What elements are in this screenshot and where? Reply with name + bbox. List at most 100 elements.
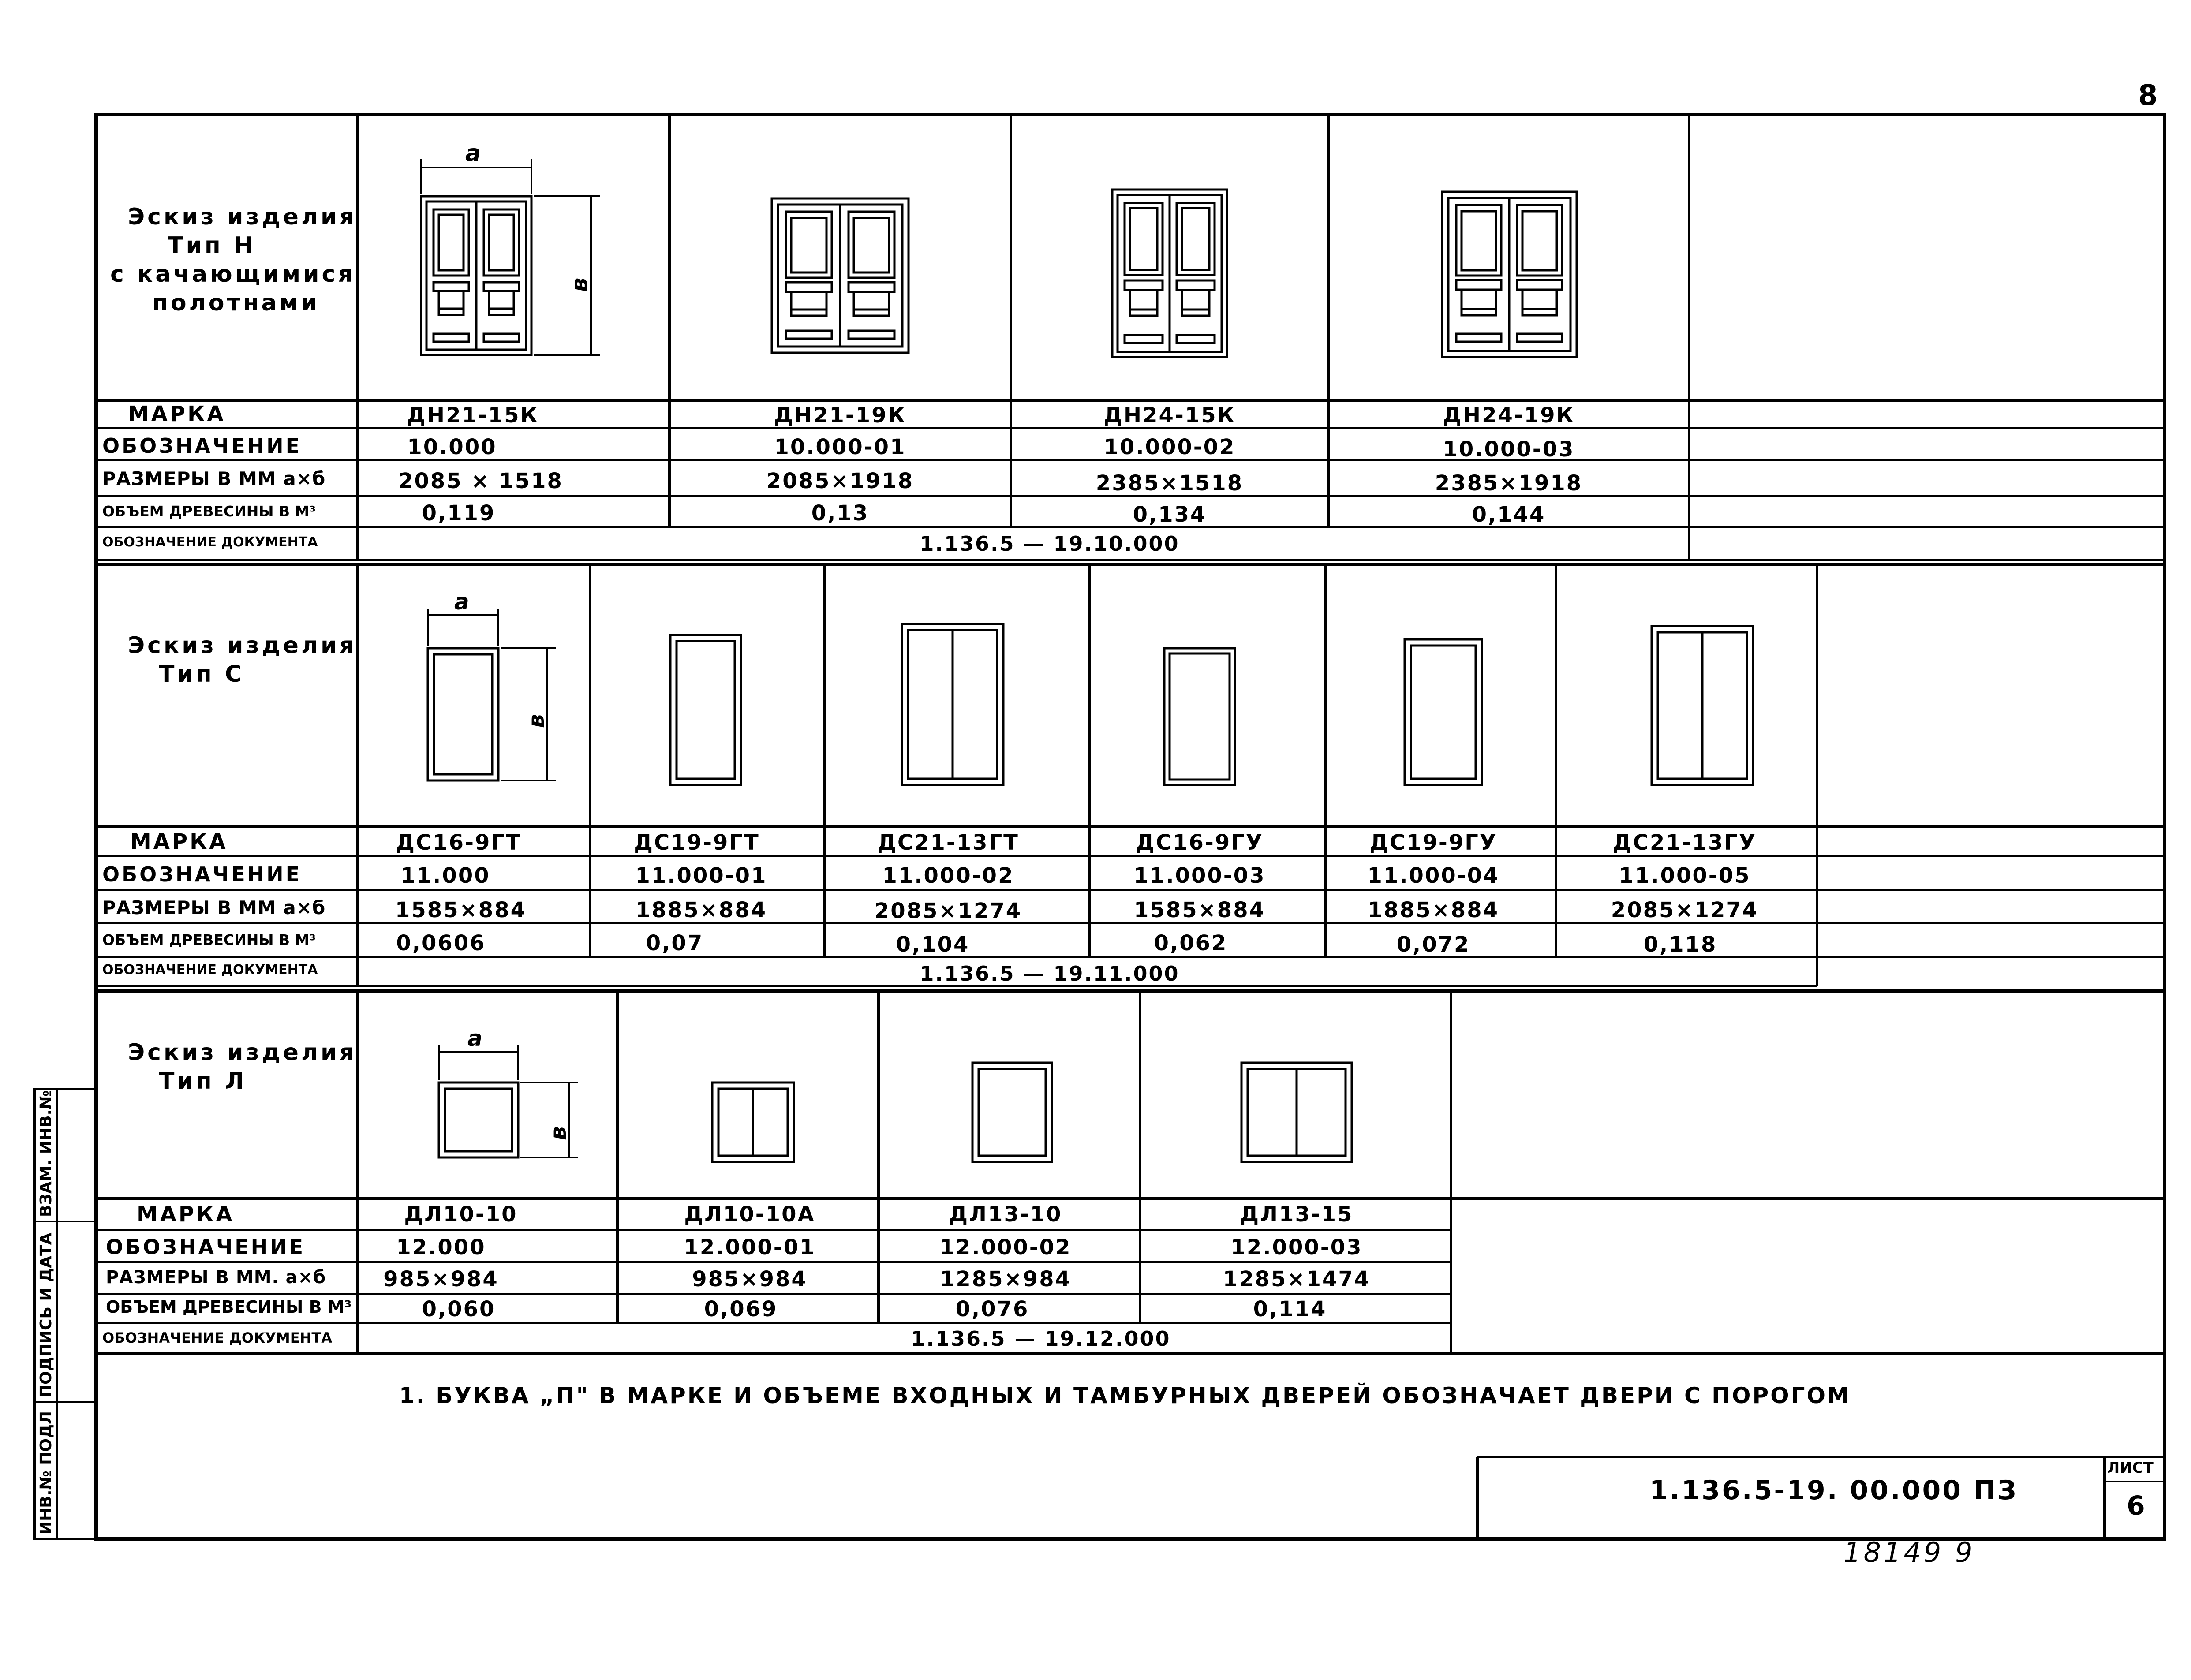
row-label-document-s: ОБОЗНАЧЕНИЕ ДОКУМЕНТА: [102, 962, 318, 978]
volume-s-4: 0,062: [1154, 931, 1228, 956]
row-label-sizes-s: РАЗМЕРЫ В ММ а×б: [102, 897, 326, 918]
sketch-title-l-2: Тип Л: [159, 1068, 247, 1094]
sizes-s-3: 2085×1274: [874, 899, 1022, 923]
mark-n-2: ДН21-19К: [774, 403, 906, 428]
mark-n-3: ДН24-15К: [1103, 403, 1236, 428]
volume-s-5: 0,072: [1396, 932, 1470, 957]
sizes-n-2: 2085×1918: [766, 469, 914, 493]
sketches-type-n: [421, 159, 1577, 357]
sizes-s-4: 1585×884: [1133, 898, 1266, 922]
mark-s-1: ДС16-9ГТ: [396, 830, 522, 855]
designation-l-2: 12.000-01: [684, 1235, 816, 1260]
sketch-title-n-2: Тип Н: [168, 232, 256, 259]
volume-s-1: 0,0606: [396, 931, 486, 956]
designation-n-3: 10.000-02: [1103, 435, 1236, 459]
mark-s-5: ДС19-9ГУ: [1369, 830, 1497, 855]
sketch-title-n-3: с качающимися: [110, 261, 355, 287]
volume-n-2: 0,13: [811, 501, 869, 526]
mark-s-6: ДС21-13ГУ: [1612, 830, 1757, 855]
sizes-n-1: 2085 × 1518: [398, 469, 563, 493]
volume-l-1: 0,060: [422, 1297, 496, 1322]
sizes-s-6: 2085×1274: [1611, 898, 1759, 922]
sizes-s-2: 1885×884: [635, 898, 767, 922]
row-label-document-n: ОБОЗНАЧЕНИЕ ДОКУМЕНТА: [102, 534, 318, 550]
sizes-s-1: 1585×884: [395, 898, 527, 922]
row-label-mark-l: МАРКА: [137, 1202, 235, 1227]
sketch-title-n-1: Эскиз изделия: [128, 204, 357, 230]
volume-n-3: 0,134: [1133, 502, 1207, 527]
mark-n-1: ДН21-15К: [407, 403, 539, 428]
mark-s-3: ДС21-13ГТ: [877, 830, 1019, 855]
row-label-sizes-l: РАЗМЕРЫ В ММ. а×б: [106, 1267, 326, 1288]
sketch-title-s-1: Эскиз изделия: [128, 632, 357, 659]
sizes-l-4: 1285×1474: [1223, 1267, 1371, 1292]
designation-s-3: 11.000-02: [882, 863, 1014, 888]
sizes-n-3: 2385×1518: [1096, 471, 1244, 496]
designation-s-5: 11.000-04: [1367, 863, 1499, 888]
sketches-type-s: [428, 609, 1753, 785]
document-n: 1.136.5 — 19.10.000: [920, 532, 1180, 556]
archive-number: 18149 9: [1843, 1536, 1975, 1568]
volume-l-3: 0,076: [955, 1297, 1029, 1322]
designation-l-1: 12.000: [396, 1235, 486, 1260]
row-label-document-l: ОБОЗНАЧЕНИЕ ДОКУМЕНТА: [102, 1329, 332, 1346]
sketch-title-s-2: Тип С: [159, 661, 245, 687]
document-l: 1.136.5 — 19.12.000: [911, 1327, 1171, 1351]
row-label-sizes-n: РАЗМЕРЫ В ММ а×б: [102, 468, 326, 489]
sheet-number: 6: [2127, 1490, 2145, 1521]
sizes-n-4: 2385×1918: [1435, 471, 1583, 496]
dim-a-label-s: a: [454, 589, 469, 615]
row-label-volume-n: ОБЪЕМ ДРЕВЕСИНЫ В М³: [102, 503, 316, 520]
designation-s-2: 11.000-01: [635, 863, 767, 888]
designation-s-4: 11.000-03: [1133, 863, 1266, 888]
designation-n-4: 10.000-03: [1443, 437, 1575, 462]
page-number: 8: [2138, 79, 2158, 112]
row-label-designation-s: ОБОЗНАЧЕНИЕ: [102, 862, 302, 886]
dim-a-label-l: a: [467, 1026, 482, 1051]
margin-label-vzam-inv: ВЗАМ. ИНВ.№: [37, 1090, 55, 1217]
mark-l-1: ДЛ10-10: [404, 1202, 518, 1227]
dim-a-label-n: a: [465, 140, 481, 167]
sketch-title-l-1: Эскиз изделия: [128, 1039, 357, 1066]
volume-s-2: 0,07: [646, 931, 704, 956]
designation-s-1: 11.000: [400, 863, 490, 888]
row-label-designation-n: ОБОЗНАЧЕНИЕ: [102, 434, 302, 458]
volume-n-1: 0,119: [422, 501, 496, 526]
designation-l-3: 12.000-02: [939, 1235, 1072, 1260]
designation-n-2: 10.000-01: [774, 435, 906, 459]
sketches-type-l: [439, 1045, 1352, 1162]
sizes-l-2: 985×984: [692, 1267, 808, 1292]
row-label-volume-s: ОБЪЕМ ДРЕВЕСИНЫ В М³: [102, 931, 316, 948]
margin-label-signature-date: ПОДПИСЬ И ДАТА: [37, 1232, 55, 1398]
dim-b-label-s: в: [523, 714, 549, 728]
volume-s-6: 0,118: [1643, 932, 1717, 957]
sketch-title-n-4: полотнами: [152, 290, 320, 316]
volume-l-2: 0,069: [704, 1297, 778, 1322]
document-s: 1.136.5 — 19.11.000: [920, 962, 1180, 986]
designation-n-1: 10.000: [407, 435, 497, 459]
mark-l-4: ДЛ13-15: [1240, 1202, 1353, 1227]
sizes-s-5: 1885×884: [1367, 898, 1499, 922]
sheet-label: ЛИСТ: [2107, 1459, 2154, 1477]
row-label-mark-s: МАРКА: [130, 829, 228, 854]
mark-s-4: ДС16-9ГУ: [1136, 830, 1264, 855]
document-code: 1.136.5-19. 00.000 ПЗ: [1649, 1475, 2018, 1506]
designation-l-4: 12.000-03: [1230, 1235, 1363, 1260]
mark-l-2: ДЛ10-10А: [684, 1202, 815, 1227]
mark-n-4: ДН24-19К: [1443, 403, 1575, 428]
volume-s-3: 0,104: [896, 932, 970, 957]
dim-b-label-l: в: [545, 1126, 571, 1140]
sizes-l-3: 1285×984: [939, 1267, 1072, 1292]
mark-s-2: ДС19-9ГТ: [634, 830, 760, 855]
sizes-l-1: 985×984: [383, 1267, 499, 1292]
volume-l-4: 0,114: [1253, 1297, 1327, 1322]
volume-n-4: 0,144: [1472, 502, 1546, 527]
designation-s-6: 11.000-05: [1619, 863, 1751, 888]
row-label-mark-n: МАРКА: [128, 402, 226, 426]
footnote: 1. БУКВА „П" В МАРКЕ И ОБЪЕМЕ ВХОДНЫХ И …: [399, 1383, 1851, 1408]
row-label-volume-l: ОБЪЕМ ДРЕВЕСИНЫ В М³: [106, 1297, 352, 1317]
mark-l-3: ДЛ13-10: [949, 1202, 1062, 1227]
dim-b-label-n: в: [566, 277, 593, 292]
